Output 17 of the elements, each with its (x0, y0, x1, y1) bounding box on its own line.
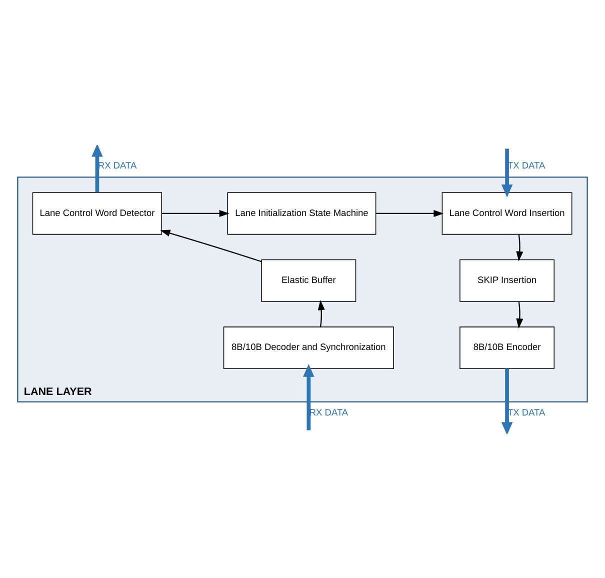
node-box: Elastic Buffer (261, 258, 356, 302)
arrow (162, 209, 230, 216)
arrow (160, 229, 262, 262)
arrow (318, 300, 325, 326)
arrow (516, 301, 524, 328)
arrow (501, 368, 513, 434)
node-box: Lane Control Word Insertion (442, 192, 572, 234)
arrow (376, 209, 444, 216)
node-box: 8B/10B Encoder (460, 326, 554, 368)
arrow (501, 148, 513, 197)
node-box: SKIP Insertion (460, 258, 554, 302)
node-box: 8B/10B Decoder and Synchronization (223, 326, 394, 368)
node-box: Lane Control Word Detector (32, 192, 162, 234)
arrow (303, 363, 314, 430)
node-box: Lane Initialization State Machine (227, 192, 376, 234)
arrow (516, 234, 524, 261)
arrow (92, 144, 103, 192)
